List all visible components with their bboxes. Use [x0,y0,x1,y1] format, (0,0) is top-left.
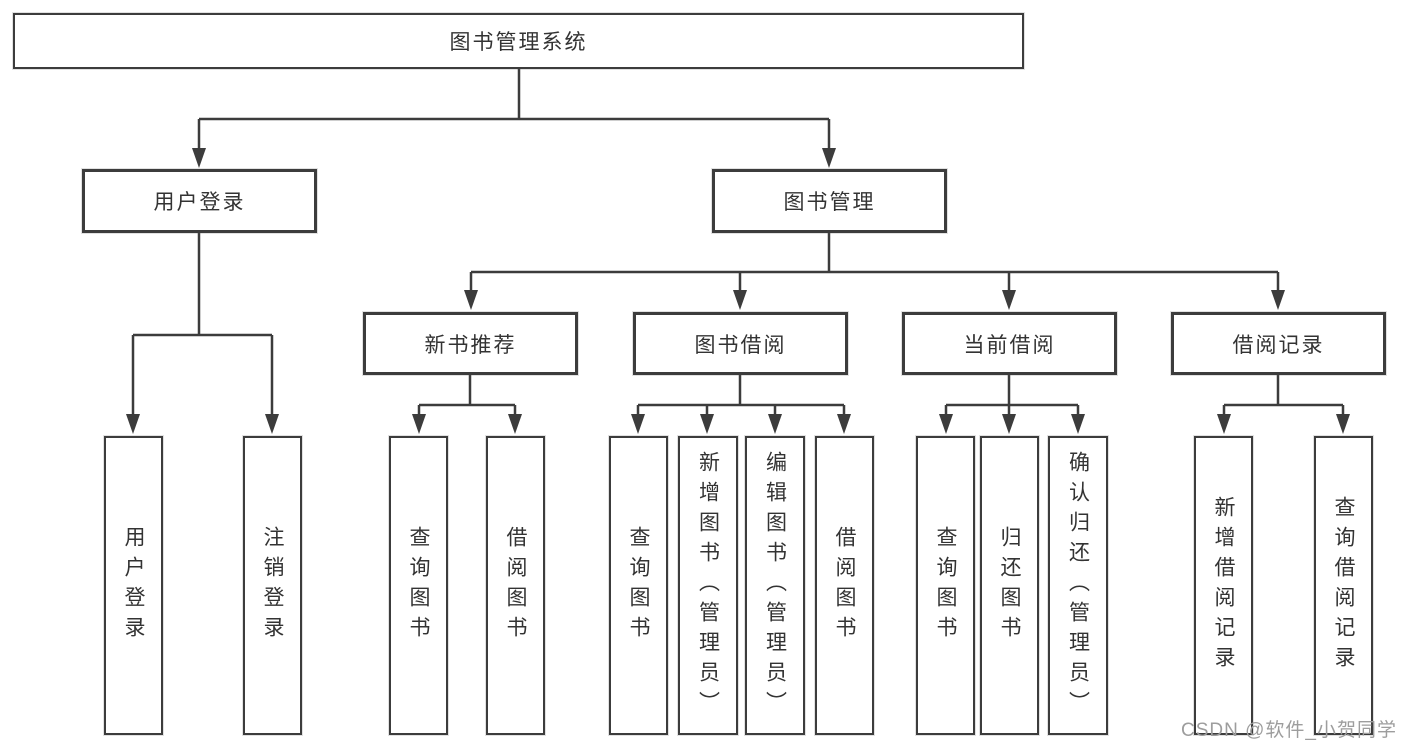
node-new-book-recommend-label: 新书推荐 [424,333,517,357]
arrow-down-icon [822,148,836,168]
edges-root [192,69,836,168]
edges-borrow-records [1217,375,1350,434]
connector-line [417,375,517,416]
connector-line [197,69,831,150]
connector-line [469,233,1280,292]
arrow-down-icon [508,414,522,434]
edges-new-book-recommend [412,375,522,434]
node-current-borrow: 当前借阅 [902,312,1117,375]
arrow-down-icon [126,414,140,434]
node-book-management-label: 图书管理 [783,191,876,214]
leaf-add-borrow-record: 新增借阅记录 [1194,436,1253,735]
arrow-down-icon [837,414,851,434]
leaf-borrow-books-label: 借阅图书 [833,525,856,646]
arrow-down-icon [733,290,747,310]
node-book-borrow-label: 图书借阅 [694,333,787,357]
leaf-query-borrow-record: 查询借阅记录 [1314,436,1373,735]
arrow-down-icon [939,414,953,434]
node-book-management: 图书管理 [712,169,947,233]
leaf-edit-books-admin: 编辑图书（管理员） [745,436,805,735]
leaf-query-books-current: 查询图书 [916,436,975,735]
connector-line [636,375,846,416]
leaf-query-books-current-label: 查询图书 [934,525,957,646]
arrow-down-icon [631,414,645,434]
leaf-query-books-borrow: 查询图书 [609,436,668,735]
node-library-management-system-label: 图书管理系统 [449,31,588,54]
connector-line [944,375,1080,416]
arrow-down-icon [1217,414,1231,434]
node-borrow-records: 借阅记录 [1171,312,1386,375]
arrow-down-icon [464,290,478,310]
leaf-logout-login: 注销登录 [243,436,302,735]
leaf-confirm-return-admin-label: 确认归还（管理员） [1066,450,1090,721]
arrow-down-icon [1002,290,1016,310]
edges-user-login [126,233,279,434]
node-borrow-records-label: 借阅记录 [1232,333,1325,357]
connector-line [131,233,274,416]
node-library-management-system: 图书管理系统 [13,13,1024,69]
leaf-query-borrow-record-label: 查询借阅记录 [1332,495,1355,676]
arrow-down-icon [265,414,279,434]
arrow-down-icon [700,414,714,434]
arrow-down-icon [1071,414,1085,434]
node-current-borrow-label: 当前借阅 [963,333,1056,357]
leaf-user-login: 用户登录 [104,436,163,735]
arrow-down-icon [412,414,426,434]
leaf-logout-login-label: 注销登录 [261,525,284,646]
leaf-borrow-books-recommend-label: 借阅图书 [504,525,527,646]
node-user-login-label: 用户登录 [153,191,246,214]
leaf-confirm-return-admin: 确认归还（管理员） [1048,436,1108,735]
leaf-borrow-books-recommend: 借阅图书 [486,436,545,735]
leaf-add-borrow-record-label: 新增借阅记录 [1212,495,1235,676]
arrow-down-icon [768,414,782,434]
leaf-add-books-admin: 新增图书（管理员） [678,436,738,735]
arrow-down-icon [1271,290,1285,310]
leaf-query-books-recommend: 查询图书 [389,436,448,735]
leaf-return-books: 归还图书 [980,436,1039,735]
leaf-return-books-label: 归还图书 [998,525,1021,646]
node-user-login: 用户登录 [82,169,317,233]
edges-book-mgmt [464,233,1285,310]
leaf-edit-books-admin-label: 编辑图书（管理员） [763,450,787,721]
node-book-borrow: 图书借阅 [633,312,848,375]
edges-current-borrow [939,375,1085,434]
node-new-book-recommend: 新书推荐 [363,312,578,375]
leaf-query-books-borrow-label: 查询图书 [627,525,650,646]
csdn-watermark: CSDN @软件_小贺同学 [1181,720,1397,741]
leaf-borrow-books: 借阅图书 [815,436,874,735]
leaf-add-books-admin-label: 新增图书（管理员） [696,450,720,721]
connector-line [1222,375,1345,416]
arrow-down-icon [1002,414,1016,434]
leaf-query-books-recommend-label: 查询图书 [407,525,430,646]
edges-book-borrow [631,375,851,434]
arrow-down-icon [1336,414,1350,434]
arrow-down-icon [192,148,206,168]
leaf-user-login-label: 用户登录 [122,525,145,646]
